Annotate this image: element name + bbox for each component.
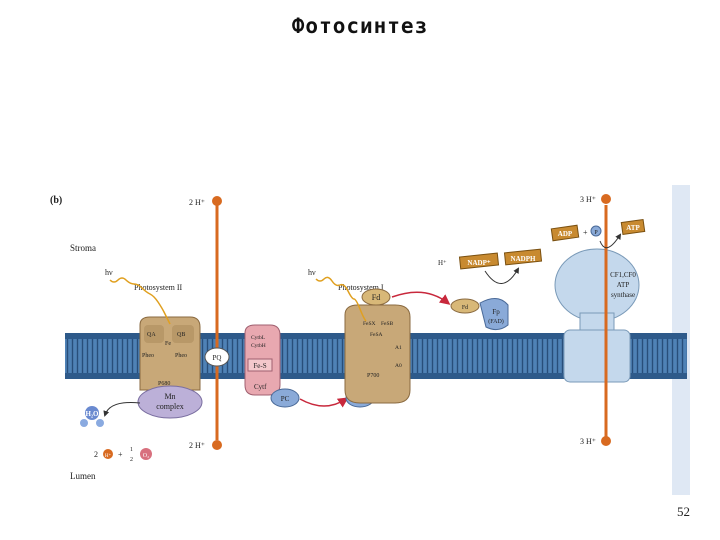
light-wave-left	[109, 277, 171, 325]
electron-arrow-pc	[299, 397, 349, 408]
pi-dot	[590, 225, 602, 237]
o2-label: O₂	[143, 453, 149, 459]
pheo-left: Pheo	[142, 353, 154, 359]
atp-reaction-arrow	[599, 233, 622, 249]
atp-synthase-label-3: synthase	[611, 291, 635, 299]
fd-carrier	[361, 288, 391, 306]
water-eq-frac-den: 2	[130, 457, 133, 463]
cytb-h: CytbH	[251, 343, 266, 349]
nadp-reaction-arrow	[484, 267, 519, 284]
pc-left-carrier	[270, 388, 300, 408]
diagram-svg: (b) Stroma Lumen 2 H⁺ 2 H⁺ Photosystem I…	[50, 185, 690, 495]
mn-label-2: complex	[156, 402, 184, 411]
pq-carrier	[204, 347, 230, 367]
fe-label: Fe	[165, 341, 171, 347]
mn-label-1: Mn	[164, 392, 175, 401]
h-bottom-right: 3 H⁺	[580, 437, 596, 446]
atp-synthase-label-2: ATP	[617, 281, 630, 289]
pq-label: PQ	[213, 354, 222, 362]
proton-dot	[601, 436, 611, 446]
lumen-label: Lumen	[70, 471, 96, 481]
h-nadp: H⁺	[438, 259, 447, 267]
proton-dot	[103, 449, 113, 459]
pheo-right: Pheo	[175, 353, 187, 359]
atp-box	[620, 218, 646, 236]
photosynthesis-diagram: (b) Stroma Lumen 2 H⁺ 2 H⁺ Photosystem I…	[40, 185, 690, 495]
proton-dot	[601, 194, 611, 204]
nadp-label: NADP⁺	[467, 259, 490, 267]
hv-right: hν	[308, 268, 316, 277]
qa-label: QA	[147, 332, 156, 338]
water-eq-2: H⁺	[105, 453, 112, 459]
proton-dot	[212, 196, 222, 206]
fes-b: FeSB	[381, 321, 394, 327]
page-number: 52	[677, 504, 690, 519]
electron-arrow-fd	[391, 291, 451, 305]
adp-box	[550, 224, 580, 242]
p680-label: P680	[158, 381, 170, 387]
h-bottom-left: 2 H⁺	[189, 441, 205, 450]
nadph-box	[503, 248, 543, 266]
fd-small-label: Fd	[462, 305, 468, 311]
water-eq-3: +	[118, 450, 123, 459]
pi-label: P	[594, 230, 598, 236]
p700-label: P700	[367, 373, 379, 379]
water-eq-frac-num: 1	[130, 447, 133, 453]
fe-s-label: Fe-S	[253, 362, 266, 370]
a1-label: A1	[395, 345, 402, 351]
fes-a: FeSA	[370, 332, 383, 338]
water-arrow	[103, 402, 141, 417]
h2o-label: H₂O	[86, 410, 100, 418]
light-wave-right	[315, 276, 367, 322]
water-eq-1: 2	[94, 450, 98, 459]
adp-label: ADP	[558, 230, 573, 238]
qb-label: QB	[177, 332, 185, 338]
photosystem-1	[344, 304, 411, 404]
fe-s-box	[247, 358, 273, 372]
o2-dot	[140, 448, 152, 460]
fad-label: (FAD)	[488, 318, 504, 325]
nadph-label: NADPH	[511, 255, 536, 263]
atp-label: ATP	[626, 224, 640, 232]
h-top-right: 3 H⁺	[580, 195, 596, 204]
stroma-label: Stroma	[70, 243, 96, 253]
panel-label: (b)	[50, 195, 62, 206]
page-title: Фотосинтез	[291, 14, 429, 38]
fd-small-carrier	[450, 298, 480, 314]
fp-label: Fp	[492, 308, 500, 316]
proton-dot	[212, 440, 222, 450]
adp-plus: +	[583, 228, 588, 237]
fes-x: FeSX	[363, 321, 376, 327]
fp-protein	[479, 298, 509, 331]
cytf-label: Cytf	[254, 383, 267, 391]
ps1-label: Photosystem I	[338, 283, 384, 292]
cytb-l: CytbL	[251, 335, 266, 341]
pc-left-label: PC	[281, 395, 290, 403]
water-molecule	[80, 406, 104, 427]
ps2-label: Photosystem II	[134, 283, 183, 292]
a0-label: A0	[395, 363, 402, 369]
atp-synthase	[554, 248, 640, 383]
h-top-left: 2 H⁺	[189, 198, 205, 207]
fd-label: Fd	[372, 293, 380, 302]
nadp-box	[458, 252, 500, 270]
atp-synthase-label-1: CF1,CF0	[610, 271, 636, 279]
photosystem-2	[137, 316, 203, 419]
hv-left: hν	[105, 268, 113, 277]
